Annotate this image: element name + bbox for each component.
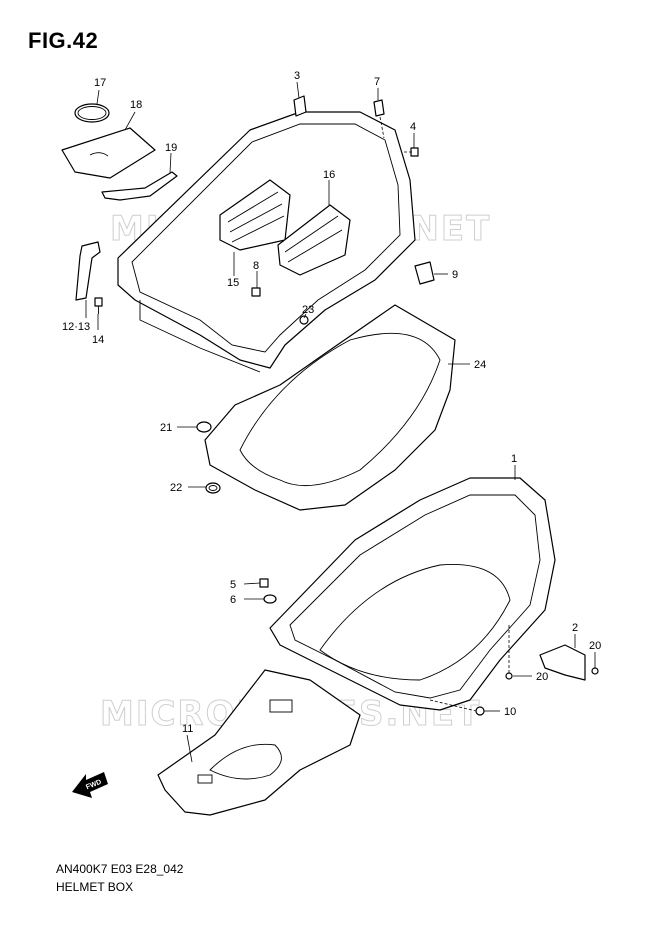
callout-3: 3 <box>294 70 300 82</box>
callout-12-13: 12·13 <box>62 321 90 333</box>
part-5-screw <box>259 578 269 588</box>
callout-22: 22 <box>170 482 182 494</box>
callout-19: 19 <box>165 142 177 154</box>
callout-11: 11 <box>182 723 193 735</box>
part-14-bolt <box>94 297 103 314</box>
callout-24: 24 <box>474 359 486 371</box>
part-19-bracket <box>101 171 178 201</box>
part-20-screw-a <box>505 672 513 680</box>
callout-9: 9 <box>452 269 458 281</box>
callout-20-right: 20 <box>589 640 601 652</box>
part-10-nut <box>475 706 485 716</box>
figure-code: AN400K7 E03 E28_042 <box>56 862 184 876</box>
callout-6: 6 <box>230 594 236 606</box>
leader-lines <box>85 81 596 763</box>
callout-5: 5 <box>230 579 236 591</box>
part-12-13-stay <box>75 241 101 301</box>
callout-labels: 17 18 19 3 7 4 16 15 8 9 23 12·13 14 24 … <box>62 70 601 735</box>
part-2-cover <box>539 644 586 681</box>
fwd-arrow-icon: FWD <box>72 772 108 798</box>
callout-1: 1 <box>511 453 517 465</box>
part-11-under-cover <box>157 669 361 816</box>
part-1-lower-box <box>269 477 556 711</box>
part-20-screw-b <box>591 667 599 675</box>
part-17-oring <box>74 103 110 123</box>
upper-helmet-box <box>117 95 435 373</box>
callout-17: 17 <box>94 77 106 89</box>
callout-4: 4 <box>410 121 416 133</box>
callout-14: 14 <box>92 334 104 346</box>
figure-title: FIG.42 <box>28 28 99 53</box>
part-21-grommet <box>196 421 212 433</box>
callout-10: 10 <box>504 706 516 718</box>
callout-23: 23 <box>302 304 314 316</box>
callout-20-left: 20 <box>536 671 548 683</box>
callout-15: 15 <box>227 277 239 289</box>
part-6-washer <box>263 594 277 604</box>
figure-caption: HELMET BOX <box>56 880 134 894</box>
callout-2: 2 <box>572 622 578 634</box>
part-24-liner <box>204 304 456 511</box>
callout-18: 18 <box>130 99 142 111</box>
part-22-grommet <box>205 482 221 494</box>
callout-8: 8 <box>253 260 259 272</box>
callout-7: 7 <box>374 76 380 88</box>
part-18-cover <box>61 127 156 179</box>
callout-16: 16 <box>323 169 335 181</box>
callout-21: 21 <box>160 422 172 434</box>
